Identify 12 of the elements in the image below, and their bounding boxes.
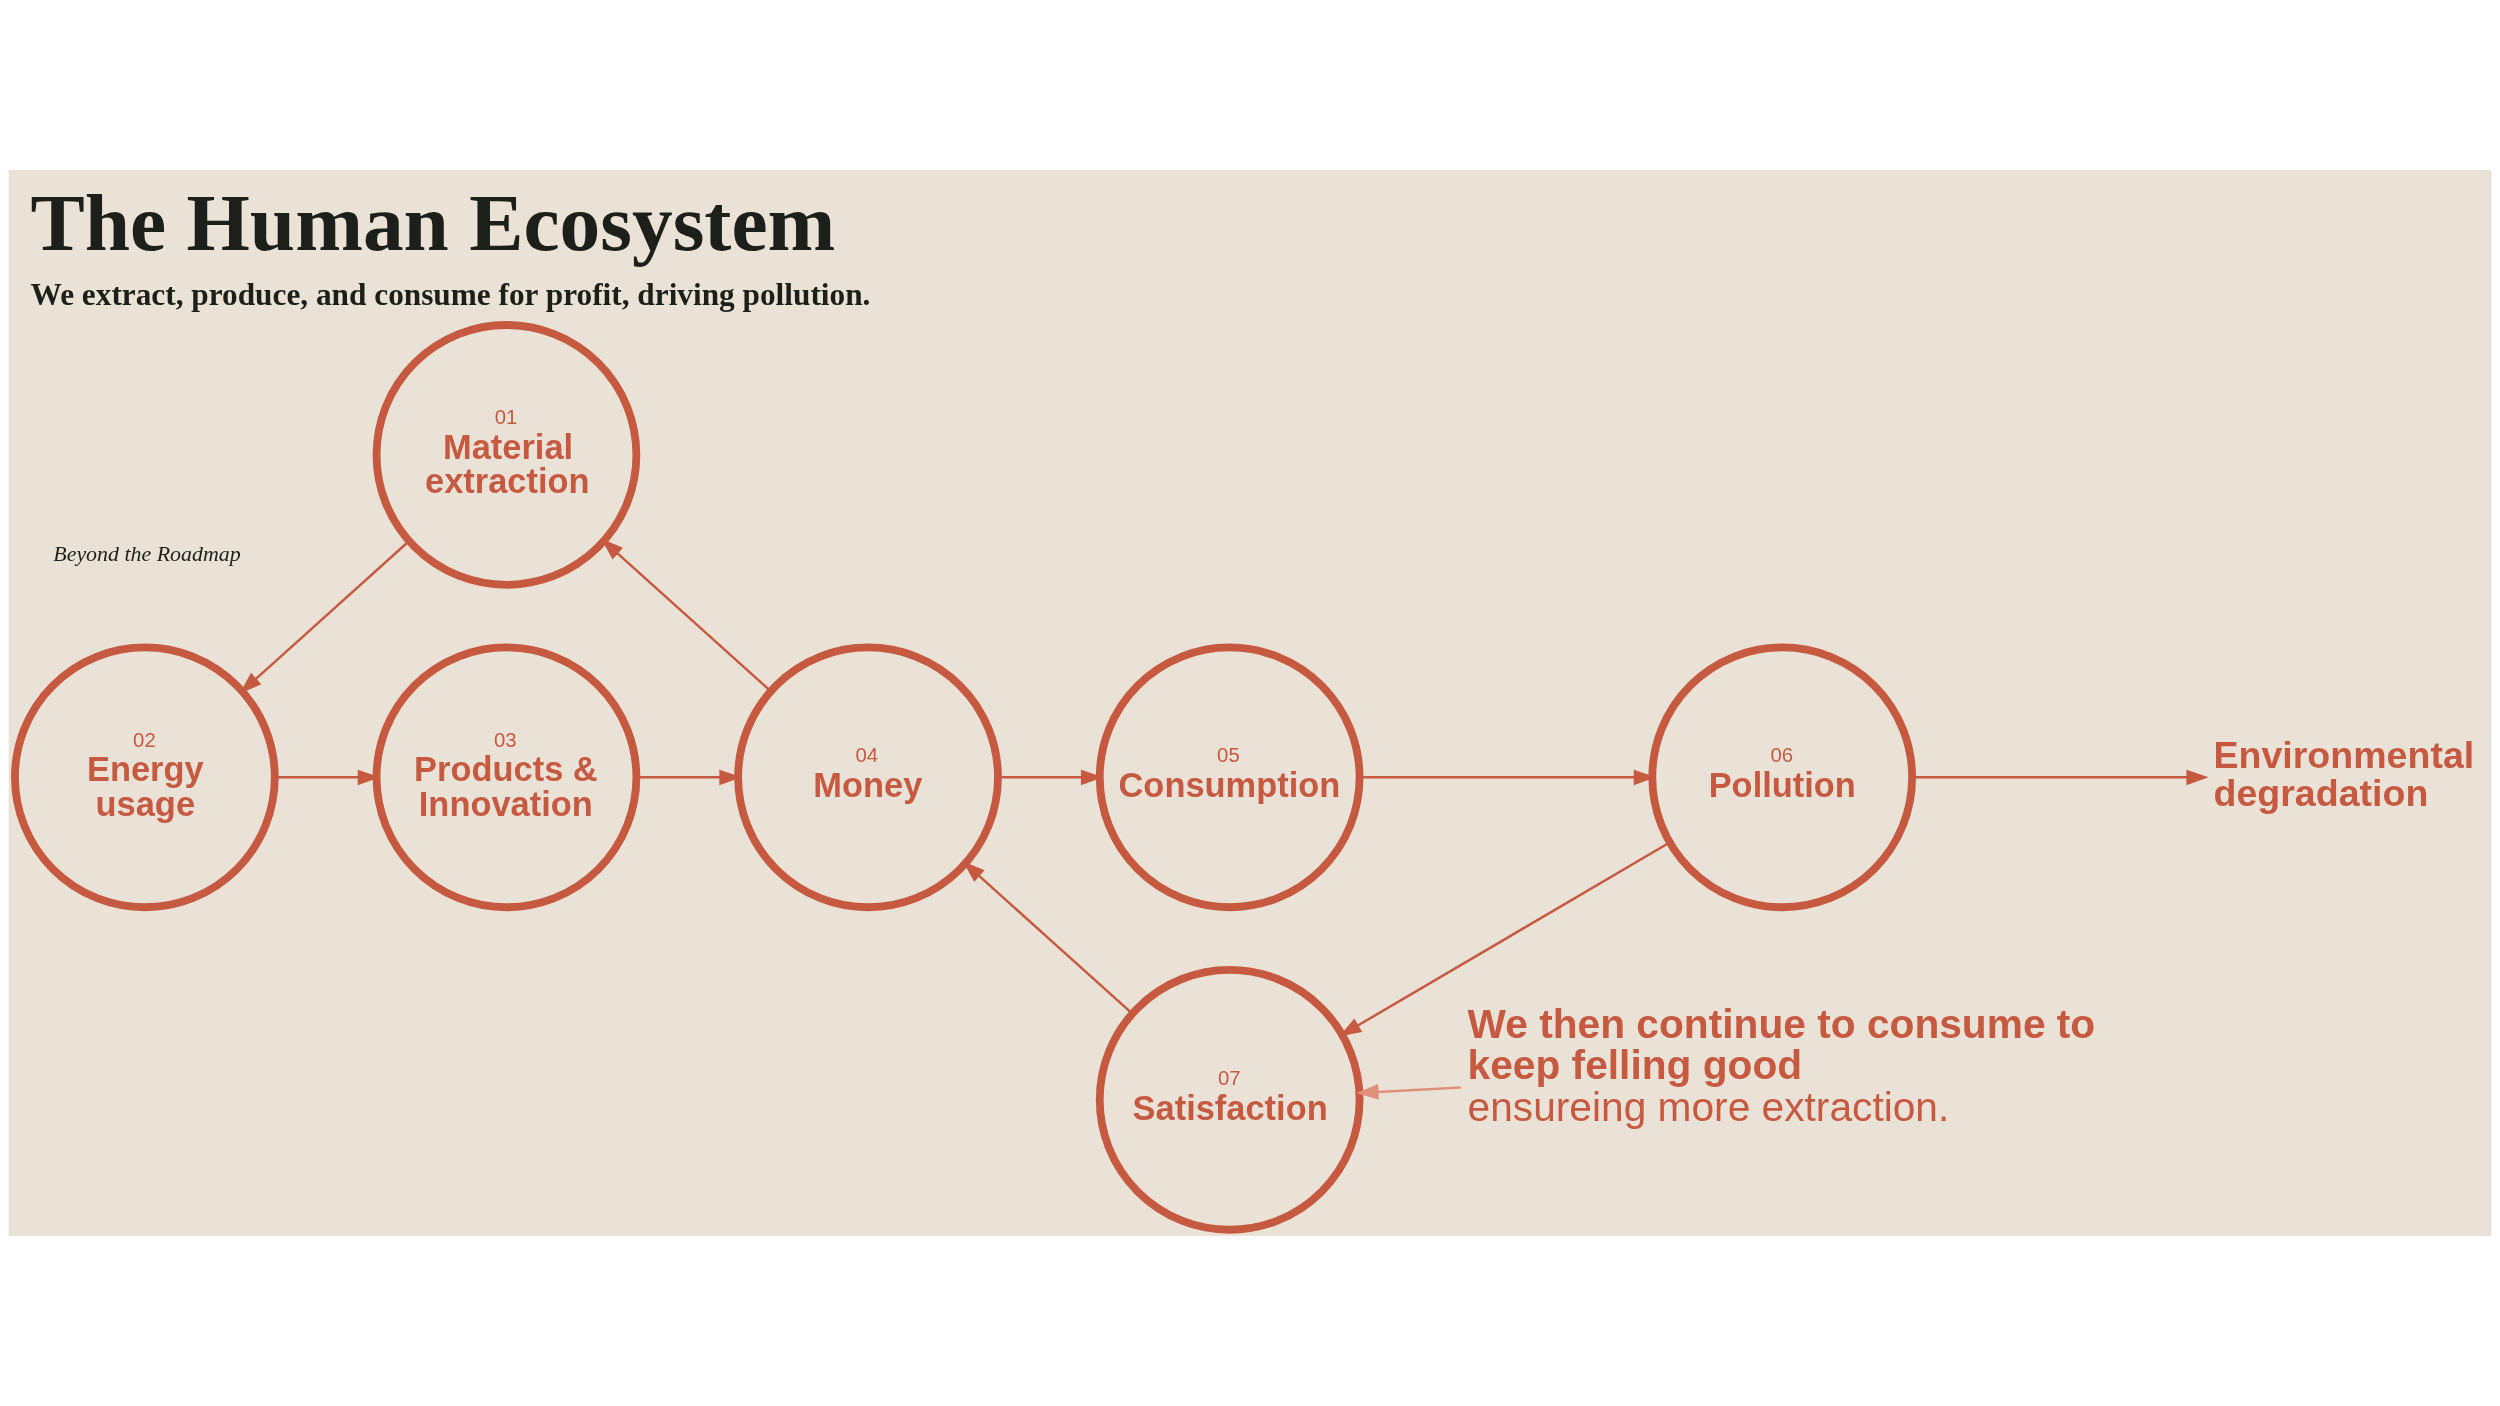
node-text: We then continue to consume to keep felling good ensureing more extraction. — [1467, 1001, 2096, 1131]
caption: We extract, produce, and consume for profit, driving pollution. — [30, 277, 871, 313]
node-circle: 02 Energy usage — [11, 643, 279, 912]
node-circle: 06 Pollution — [1648, 643, 1917, 912]
diagram-title: The Human Ecosystem — [30, 176, 836, 268]
label: Beyond the Roadmap — [53, 540, 241, 566]
node-circle: 04 Money — [734, 643, 1002, 912]
node-circle: 01 Material extraction — [372, 321, 641, 589]
node-circle: 03 Products & Innovation — [372, 643, 641, 912]
node-circle: 05 Consumption — [1095, 643, 1364, 912]
node-text: Environmental degradation — [2213, 734, 2475, 814]
arrow — [1356, 1084, 1461, 1100]
